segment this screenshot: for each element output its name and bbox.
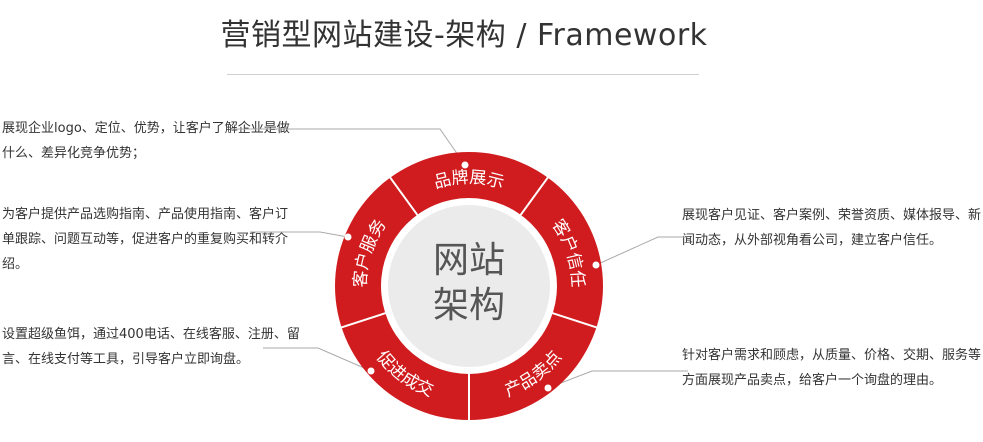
center-title-line1: 网站	[433, 240, 505, 281]
description-promote-deal: 设置超级鱼饵，通过400电话、在线客服、注册、留言、在线支付等工具，引导客户立即…	[2, 327, 300, 367]
connector-dot-brand	[461, 161, 469, 169]
ring-divider	[550, 311, 598, 329]
center-fill	[388, 205, 550, 367]
connector-dot-trust	[592, 261, 600, 269]
page-title: 营销型网站建设-架构 / Framework	[220, 18, 708, 53]
connector-dot-deal	[367, 367, 375, 375]
ring-divider	[340, 311, 388, 329]
center-title-line2: 架构	[433, 285, 505, 326]
description-brand-display: 展现企业logo、定位、优势，让客户了解企业是做什么、差异化竞争优势；	[2, 121, 290, 161]
connector-dot-service	[344, 233, 352, 241]
ring-divider	[518, 176, 550, 218]
connector-service	[250, 231, 349, 238]
ring-divider	[388, 176, 420, 218]
connector-deal	[263, 347, 372, 372]
connector-lines	[233, 128, 688, 389]
description-customer-trust: 展现客户见证、客户案例、荣誉资质、媒体报导、新闻动态，从外部视角看公司，建立客户…	[682, 208, 982, 248]
center-circle: 网站 架构	[381, 198, 557, 374]
description-customer-service: 为客户提供产品选购指南、产品使用指南、客户订单跟踪、问题互动等，促进客户的重复购…	[2, 207, 289, 272]
connector-selling	[547, 370, 688, 389]
connector-dots	[344, 161, 600, 392]
title-divider	[227, 74, 699, 75]
description-selling-points: 针对客户需求和顾虑，从质量、价格、交期、服务等方面展现产品卖点，给客户一个询盘的…	[682, 348, 982, 388]
connector-dot-selling	[544, 384, 552, 392]
connector-trust	[595, 236, 688, 266]
